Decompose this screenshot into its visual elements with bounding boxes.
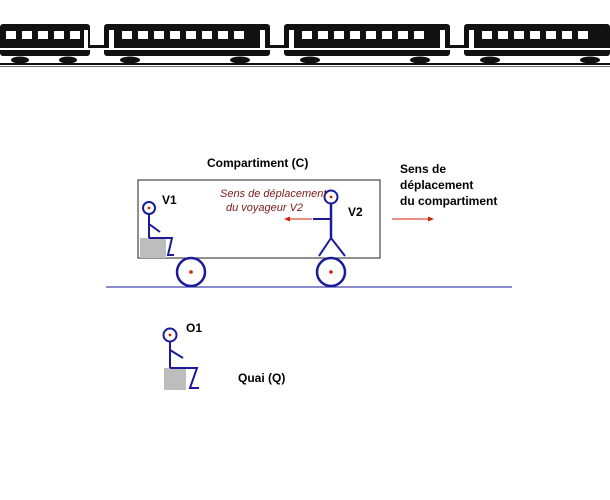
label-v1: V1 bbox=[162, 193, 177, 207]
train-car-3 bbox=[284, 24, 450, 64]
label-v2: V2 bbox=[348, 205, 363, 219]
compartment-label: Compartiment (C) bbox=[207, 156, 308, 170]
train-rail bbox=[0, 63, 610, 67]
traveler-v1-seated bbox=[140, 201, 174, 258]
traveler-direction-label-1: Sens de déplacement bbox=[220, 188, 327, 200]
compartment-direction-label-3: du compartiment bbox=[400, 194, 497, 208]
compartment-box bbox=[137, 179, 381, 259]
coupler bbox=[270, 45, 284, 48]
train-car-1 bbox=[0, 24, 90, 64]
traveler-direction-arrow bbox=[284, 216, 312, 222]
seat-v1 bbox=[140, 238, 166, 258]
seat-o1 bbox=[164, 368, 186, 390]
coupler bbox=[450, 45, 464, 48]
traveler-direction-label-2: du voyageur V2 bbox=[226, 202, 303, 214]
train-car-2 bbox=[104, 24, 270, 64]
compartment-direction-arrow bbox=[392, 216, 434, 222]
platform-label: Quai (Q) bbox=[238, 371, 285, 385]
train-car-4 bbox=[464, 24, 610, 64]
label-o1: O1 bbox=[186, 321, 202, 335]
coupler bbox=[90, 45, 104, 48]
compartment-direction-label-2: déplacement bbox=[400, 178, 473, 192]
wheel-right bbox=[315, 256, 347, 288]
train-banner bbox=[0, 24, 610, 67]
wheel-left bbox=[175, 256, 207, 288]
observer-o1-seated bbox=[162, 327, 199, 390]
compartment-direction-label-1: Sens de bbox=[400, 162, 446, 176]
traveler-v2-standing bbox=[313, 189, 346, 257]
